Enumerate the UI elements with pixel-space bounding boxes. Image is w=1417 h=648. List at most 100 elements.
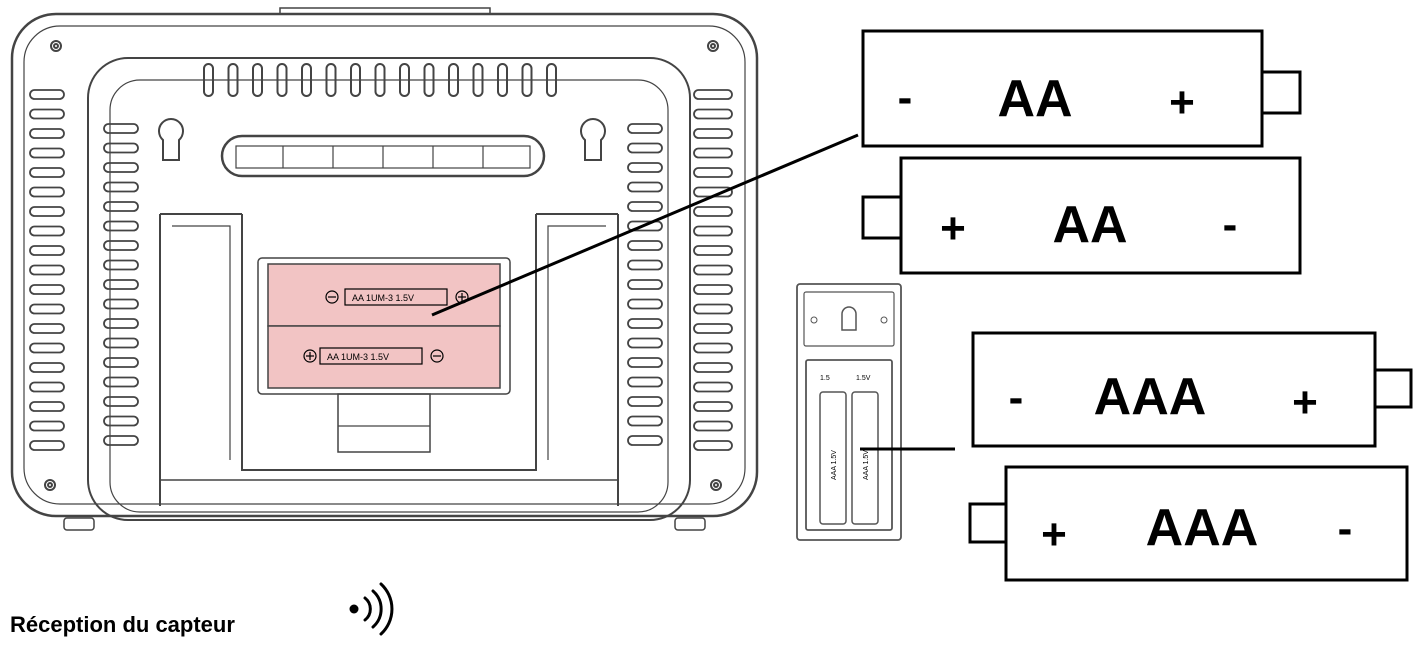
aa-battery-2: + AA - [861,156,1302,275]
keyhole-icon [841,306,857,331]
vent-slot [276,63,288,97]
battery-type-label: AA [997,70,1072,128]
vent-slot [103,181,139,193]
vent-slot [693,108,733,120]
vent-slot [103,415,139,427]
vent-slot [103,298,139,310]
vent-slot [693,147,733,159]
sensor-right-battery-label: AAA 1.5V [863,450,870,480]
vent-slot [693,225,733,237]
vent-slot [29,420,65,432]
sensor-reception-caption: Réception du capteur [10,612,235,637]
battery-plus-sign: + [940,204,966,253]
vent-slot [29,225,65,237]
aaa-battery-2: + AAA - [968,465,1409,582]
battery-minus-sign: - [898,73,913,122]
screw-icon [44,40,722,491]
vent-slot [693,303,733,315]
battery-plus-sign: + [1292,378,1318,427]
vent-slot [627,415,663,427]
aaa-battery-1: - AAA + [971,331,1413,448]
battery-minus-sign: - [1009,373,1024,422]
minus-icon [325,290,339,304]
vent-slot [29,167,65,178]
vent-slots-side [29,89,733,451]
aa-battery-1: - AA + [861,29,1302,148]
vent-slot [627,279,663,290]
vent-slot [103,142,139,154]
vent-slot [693,206,733,217]
vent-slot [627,240,663,251]
vent-slot [103,259,139,271]
console-battery-bottom-label: AA 1UM-3 1.5V [327,352,389,362]
vent-slot [627,162,663,173]
vent-slot [693,323,733,334]
battery-terminal-icon [861,195,903,240]
vent-slot [29,245,65,256]
vent-slot [627,298,663,310]
vent-slot [227,63,239,97]
sensor-back-view [796,283,902,541]
battery-plus-sign: + [1169,78,1195,127]
vent-slot [103,435,139,446]
vent-slot [203,63,214,97]
vent-slot [29,440,65,451]
vent-slot [29,303,65,315]
vent-slot [29,284,65,295]
vent-slot [693,440,733,451]
vent-slot [693,420,733,432]
battery-plus-sign: + [1041,510,1067,559]
sensor-top-right-label: 1.5V [856,375,871,382]
vent-slot [627,435,663,446]
vent-slot [693,284,733,295]
battery-type-label: AAA [1146,499,1259,557]
vent-slot [29,264,65,276]
vent-slot [103,376,139,388]
vent-slot [29,401,65,412]
vent-slot [693,128,733,139]
minus-icon [430,349,444,363]
vent-slot [693,167,733,178]
vent-slot [103,123,139,134]
vent-slot [693,89,733,100]
keyhole-icon [158,118,184,161]
vent-slot [627,318,663,329]
vent-slot [693,381,733,393]
vent-slot [497,63,508,97]
battery-minus-sign: - [1338,504,1353,553]
battery-terminal-icon [1373,368,1413,409]
wireless-signal-icon [349,582,394,636]
vent-slot [627,376,663,388]
vent-slot [627,357,663,368]
vent-slot [103,357,139,368]
vent-slot [301,63,312,97]
vent-slot [325,63,337,97]
vent-slot [103,220,139,232]
battery-type-label: AA [1052,196,1127,254]
vent-slot [350,63,361,97]
vent-slot [29,206,65,217]
vent-slot [693,401,733,412]
vent-slot [693,245,733,256]
plus-icon [303,349,317,363]
battery-terminal-icon [968,502,1008,544]
console-battery-top-label: AA 1UM-3 1.5V [352,293,414,303]
vent-slot [448,63,459,97]
keyhole-icon [580,118,606,161]
vent-slot [29,323,65,334]
vent-slot [627,201,663,212]
vent-slot [103,337,139,349]
vent-slot [627,181,663,193]
vent-slot [103,279,139,290]
vent-slot [627,259,663,271]
vent-slot [29,362,65,373]
console-back-view [10,7,759,531]
vent-slot [29,381,65,393]
vent-slot [627,337,663,349]
battery-type-label: AAA [1094,368,1207,426]
vent-slot [103,240,139,251]
battery-terminal-icon [1260,70,1302,115]
vent-slot [29,128,65,139]
console-battery-compartment: AA 1UM-3 1.5V AA 1UM-3 1.5V [267,263,501,389]
vent-slot [103,201,139,212]
